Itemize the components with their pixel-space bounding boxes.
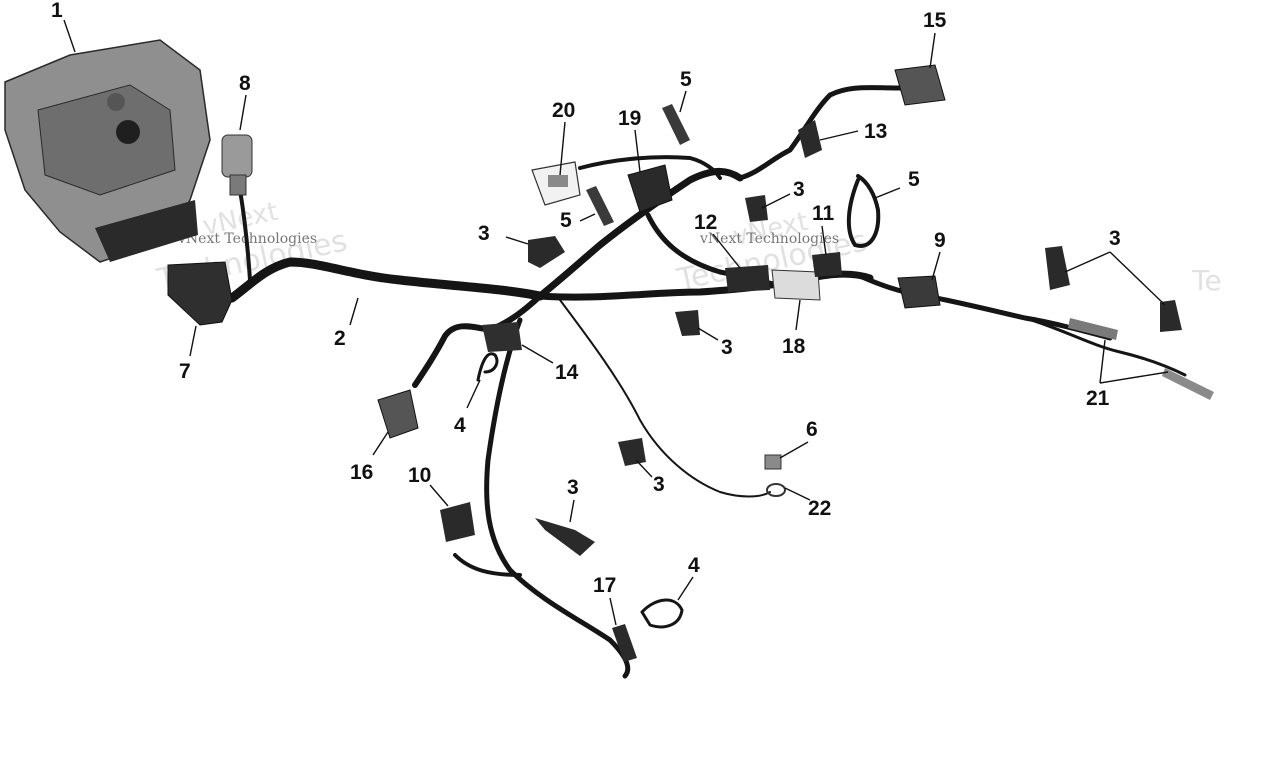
clip-3c [675, 310, 700, 336]
callout-9: 9 [934, 229, 946, 252]
strap-5c [846, 174, 881, 248]
callout-5: 5 [680, 68, 692, 91]
callout-3: 3 [721, 336, 733, 359]
callout-3: 3 [793, 178, 805, 201]
splices-21 [1068, 318, 1214, 400]
connector-7 [167, 261, 233, 326]
leader-lines [63, 19, 1169, 626]
callout-5: 5 [560, 209, 572, 232]
callout-labels: 1 2 3 3 3 3 3 3 4 4 5 5 5 6 7 8 9 10 11 … [51, 0, 1121, 597]
callout-11: 11 [812, 202, 835, 225]
callout-14: 14 [555, 361, 579, 384]
callout-3: 3 [478, 222, 490, 245]
sensor-17 [612, 624, 637, 662]
callout-13: 13 [864, 120, 887, 143]
callout-7: 7 [179, 360, 191, 383]
callout-3: 3 [1109, 227, 1121, 250]
callout-1: 1 [51, 0, 63, 22]
connector-9 [897, 275, 941, 309]
callout-10: 10 [408, 464, 431, 487]
watermark-small-center: vNext Technologies [699, 231, 839, 247]
connector-16 [377, 389, 419, 439]
connector-14 [482, 322, 522, 352]
connector-13 [798, 120, 822, 158]
clip-3b [745, 195, 768, 222]
callout-20: 20 [552, 99, 575, 122]
callout-16: 16 [350, 461, 373, 484]
sensor-8 [221, 134, 253, 196]
connector-block-18 [725, 252, 842, 301]
callout-4: 4 [454, 414, 466, 437]
parts [4, 39, 1214, 662]
clip-3f [1045, 246, 1182, 332]
callout-19: 19 [618, 107, 641, 130]
watermark-edge-right: Te [1191, 264, 1222, 297]
ring-terminal-22 [766, 483, 786, 497]
callout-15: 15 [923, 9, 947, 32]
clip-3a [528, 236, 565, 268]
callout-3: 3 [567, 476, 579, 499]
callout-2: 2 [334, 327, 346, 350]
fuse-5b [586, 186, 614, 226]
callout-17: 17 [593, 574, 616, 597]
fuse-5a [662, 104, 690, 145]
callout-5: 5 [908, 168, 920, 191]
ecu-module [4, 39, 211, 263]
connector-15 [894, 64, 946, 106]
bracket-20 [531, 161, 581, 206]
relay-19 [627, 164, 673, 213]
clip-3e [535, 518, 595, 556]
tie-4b [640, 598, 684, 629]
callout-22: 22 [808, 497, 831, 520]
callout-3: 3 [653, 473, 665, 496]
callout-18: 18 [782, 335, 806, 358]
tie-4a [476, 352, 499, 382]
callout-21: 21 [1086, 387, 1110, 410]
screw-6 [764, 454, 782, 470]
callout-8: 8 [239, 72, 251, 95]
connector-10 [440, 502, 475, 542]
harness-wires [227, 85, 1187, 679]
callout-12: 12 [694, 211, 717, 234]
callout-4: 4 [688, 554, 700, 577]
clip-3d [618, 438, 646, 466]
callout-6: 6 [806, 418, 818, 441]
